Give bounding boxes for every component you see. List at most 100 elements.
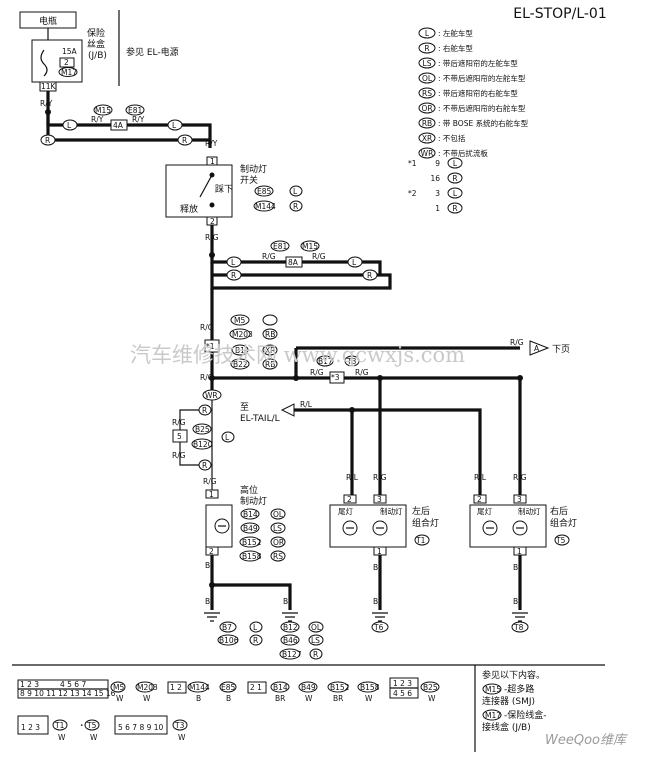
svg-text:B14: B14 xyxy=(273,683,288,692)
svg-text:B120: B120 xyxy=(193,440,213,449)
svg-text:OL: OL xyxy=(422,74,433,83)
svg-text:3: 3 xyxy=(517,495,522,504)
svg-text:・: ・ xyxy=(78,721,86,730)
svg-text:B: B xyxy=(513,563,518,572)
svg-text:B25: B25 xyxy=(423,683,438,692)
stop-lamp-switch xyxy=(165,164,233,218)
svg-text:M5: M5 xyxy=(113,683,124,692)
svg-text:R/L: R/L xyxy=(474,473,487,482)
svg-text:B: B xyxy=(226,694,231,703)
svg-text:4 5 6: 4 5 6 xyxy=(393,689,412,698)
svg-text:T1: T1 xyxy=(54,721,65,730)
svg-text:R/G: R/G xyxy=(513,473,527,482)
svg-text:W: W xyxy=(116,694,124,703)
svg-text:2: 2 xyxy=(347,495,352,504)
power-reference: 参见 EL-电源 xyxy=(126,46,179,58)
svg-text:接线盒 (J/B): 接线盒 (J/B) xyxy=(482,721,531,733)
svg-text:R: R xyxy=(253,636,258,645)
svg-text:B: B xyxy=(205,597,210,606)
legend-item-l: L: 左舵车型 xyxy=(418,27,473,39)
svg-text:*1: *1 xyxy=(206,342,215,351)
svg-text:8 9 10 11 12 13 14 15 16: 8 9 10 11 12 13 14 15 16 xyxy=(20,689,116,698)
svg-text:L: L xyxy=(453,159,458,168)
note-item: *1 9 L xyxy=(408,157,463,169)
svg-text:RS: RS xyxy=(273,552,283,561)
svg-text:T3: T3 xyxy=(174,721,185,730)
variant-L-top: L L R R xyxy=(40,119,193,146)
svg-text:B: B xyxy=(205,561,210,570)
svg-text:-超多路: -超多路 xyxy=(504,683,534,695)
svg-text:B46: B46 xyxy=(283,636,298,645)
svg-text:: 带 BOSE 系统的右舵车型: : 带 BOSE 系统的右舵车型 xyxy=(438,118,529,128)
svg-text:R: R xyxy=(231,271,236,280)
svg-text:R/G: R/G xyxy=(510,338,524,347)
svg-text:B158: B158 xyxy=(242,552,262,561)
svg-text:R: R xyxy=(202,406,207,415)
legend-item-r: R: 右舵车型 xyxy=(418,42,473,54)
svg-text:M17: M17 xyxy=(485,711,501,720)
svg-text:R: R xyxy=(452,204,457,213)
svg-text:4A: 4A xyxy=(113,121,124,130)
svg-text:M5: M5 xyxy=(234,316,245,325)
svg-text:WR: WR xyxy=(421,149,434,158)
svg-text:5 6 7 8 9 10: 5 6 7 8 9 10 xyxy=(118,723,164,732)
svg-text:释放: 释放 xyxy=(180,203,198,215)
svg-text:R/G: R/G xyxy=(312,252,326,261)
svg-text:W: W xyxy=(143,694,151,703)
switch-label: 制动灯开关 xyxy=(240,163,267,186)
svg-text:R/G: R/G xyxy=(172,418,186,427)
svg-text:R/G: R/G xyxy=(200,323,214,332)
svg-text:: 带后遮阳帘的左舵车型: : 带后遮阳帘的左舵车型 xyxy=(438,58,518,68)
svg-text:T5: T5 xyxy=(555,536,566,545)
right-combo-label: 右后组合灯 xyxy=(550,505,577,529)
svg-text:XR: XR xyxy=(265,346,275,355)
svg-text:L: L xyxy=(172,121,177,130)
svg-text:L: L xyxy=(225,433,230,442)
svg-text:LS: LS xyxy=(273,524,282,533)
svg-text:9: 9 xyxy=(435,159,440,168)
svg-text:B25: B25 xyxy=(195,425,210,434)
svg-text:R/Y: R/Y xyxy=(91,115,104,124)
svg-text:连接器 (SMJ): 连接器 (SMJ) xyxy=(482,695,535,707)
svg-text:B: B xyxy=(513,597,518,606)
svg-text:R/G: R/G xyxy=(203,477,217,486)
svg-text:M203: M203 xyxy=(137,683,158,692)
svg-text:T8: T8 xyxy=(513,623,524,632)
svg-text:*3: *3 xyxy=(331,373,340,382)
svg-text:B12: B12 xyxy=(283,623,298,632)
svg-text:R: R xyxy=(45,136,50,145)
svg-text:下页: 下页 xyxy=(552,344,570,355)
svg-text:: 不包括: : 不包括 xyxy=(438,133,466,143)
svg-text:1: 1 xyxy=(517,547,522,556)
svg-text:M203: M203 xyxy=(232,330,253,339)
svg-text:R: R xyxy=(293,202,298,211)
svg-text:B7: B7 xyxy=(222,623,232,632)
legend-item-ls: LS: 带后遮阳帘的左舵车型 xyxy=(418,57,518,69)
svg-text:制动灯: 制动灯 xyxy=(518,506,541,516)
svg-text:OL: OL xyxy=(273,510,284,519)
legend-item-wr: WR: 不带后扰流板 xyxy=(418,147,488,159)
svg-text:W: W xyxy=(305,694,313,703)
svg-text:1 2: 1 2 xyxy=(170,683,182,692)
svg-text:B152: B152 xyxy=(242,538,262,547)
svg-text:: 带后遮阳帘的右舵车型: : 带后遮阳帘的右舵车型 xyxy=(438,88,518,98)
ref-title: 参见以下内容。 xyxy=(482,669,545,681)
svg-text:L: L xyxy=(253,623,258,632)
svg-text:W: W xyxy=(365,694,373,703)
svg-text:R: R xyxy=(202,461,207,470)
svg-text:RB: RB xyxy=(422,119,432,128)
svg-text:3: 3 xyxy=(435,189,440,198)
svg-text:R/Y: R/Y xyxy=(132,115,145,124)
legend-item-rb: RB : 带 BOSE 系统的右舵车型 xyxy=(418,117,529,129)
svg-text:: 右舵车型: : 右舵车型 xyxy=(438,43,473,53)
svg-text:*1: *1 xyxy=(408,159,417,168)
svg-text:M144: M144 xyxy=(255,202,276,211)
svg-text:B1: B1 xyxy=(235,346,245,355)
left-combo-label: 左后组合灯 xyxy=(412,505,439,529)
